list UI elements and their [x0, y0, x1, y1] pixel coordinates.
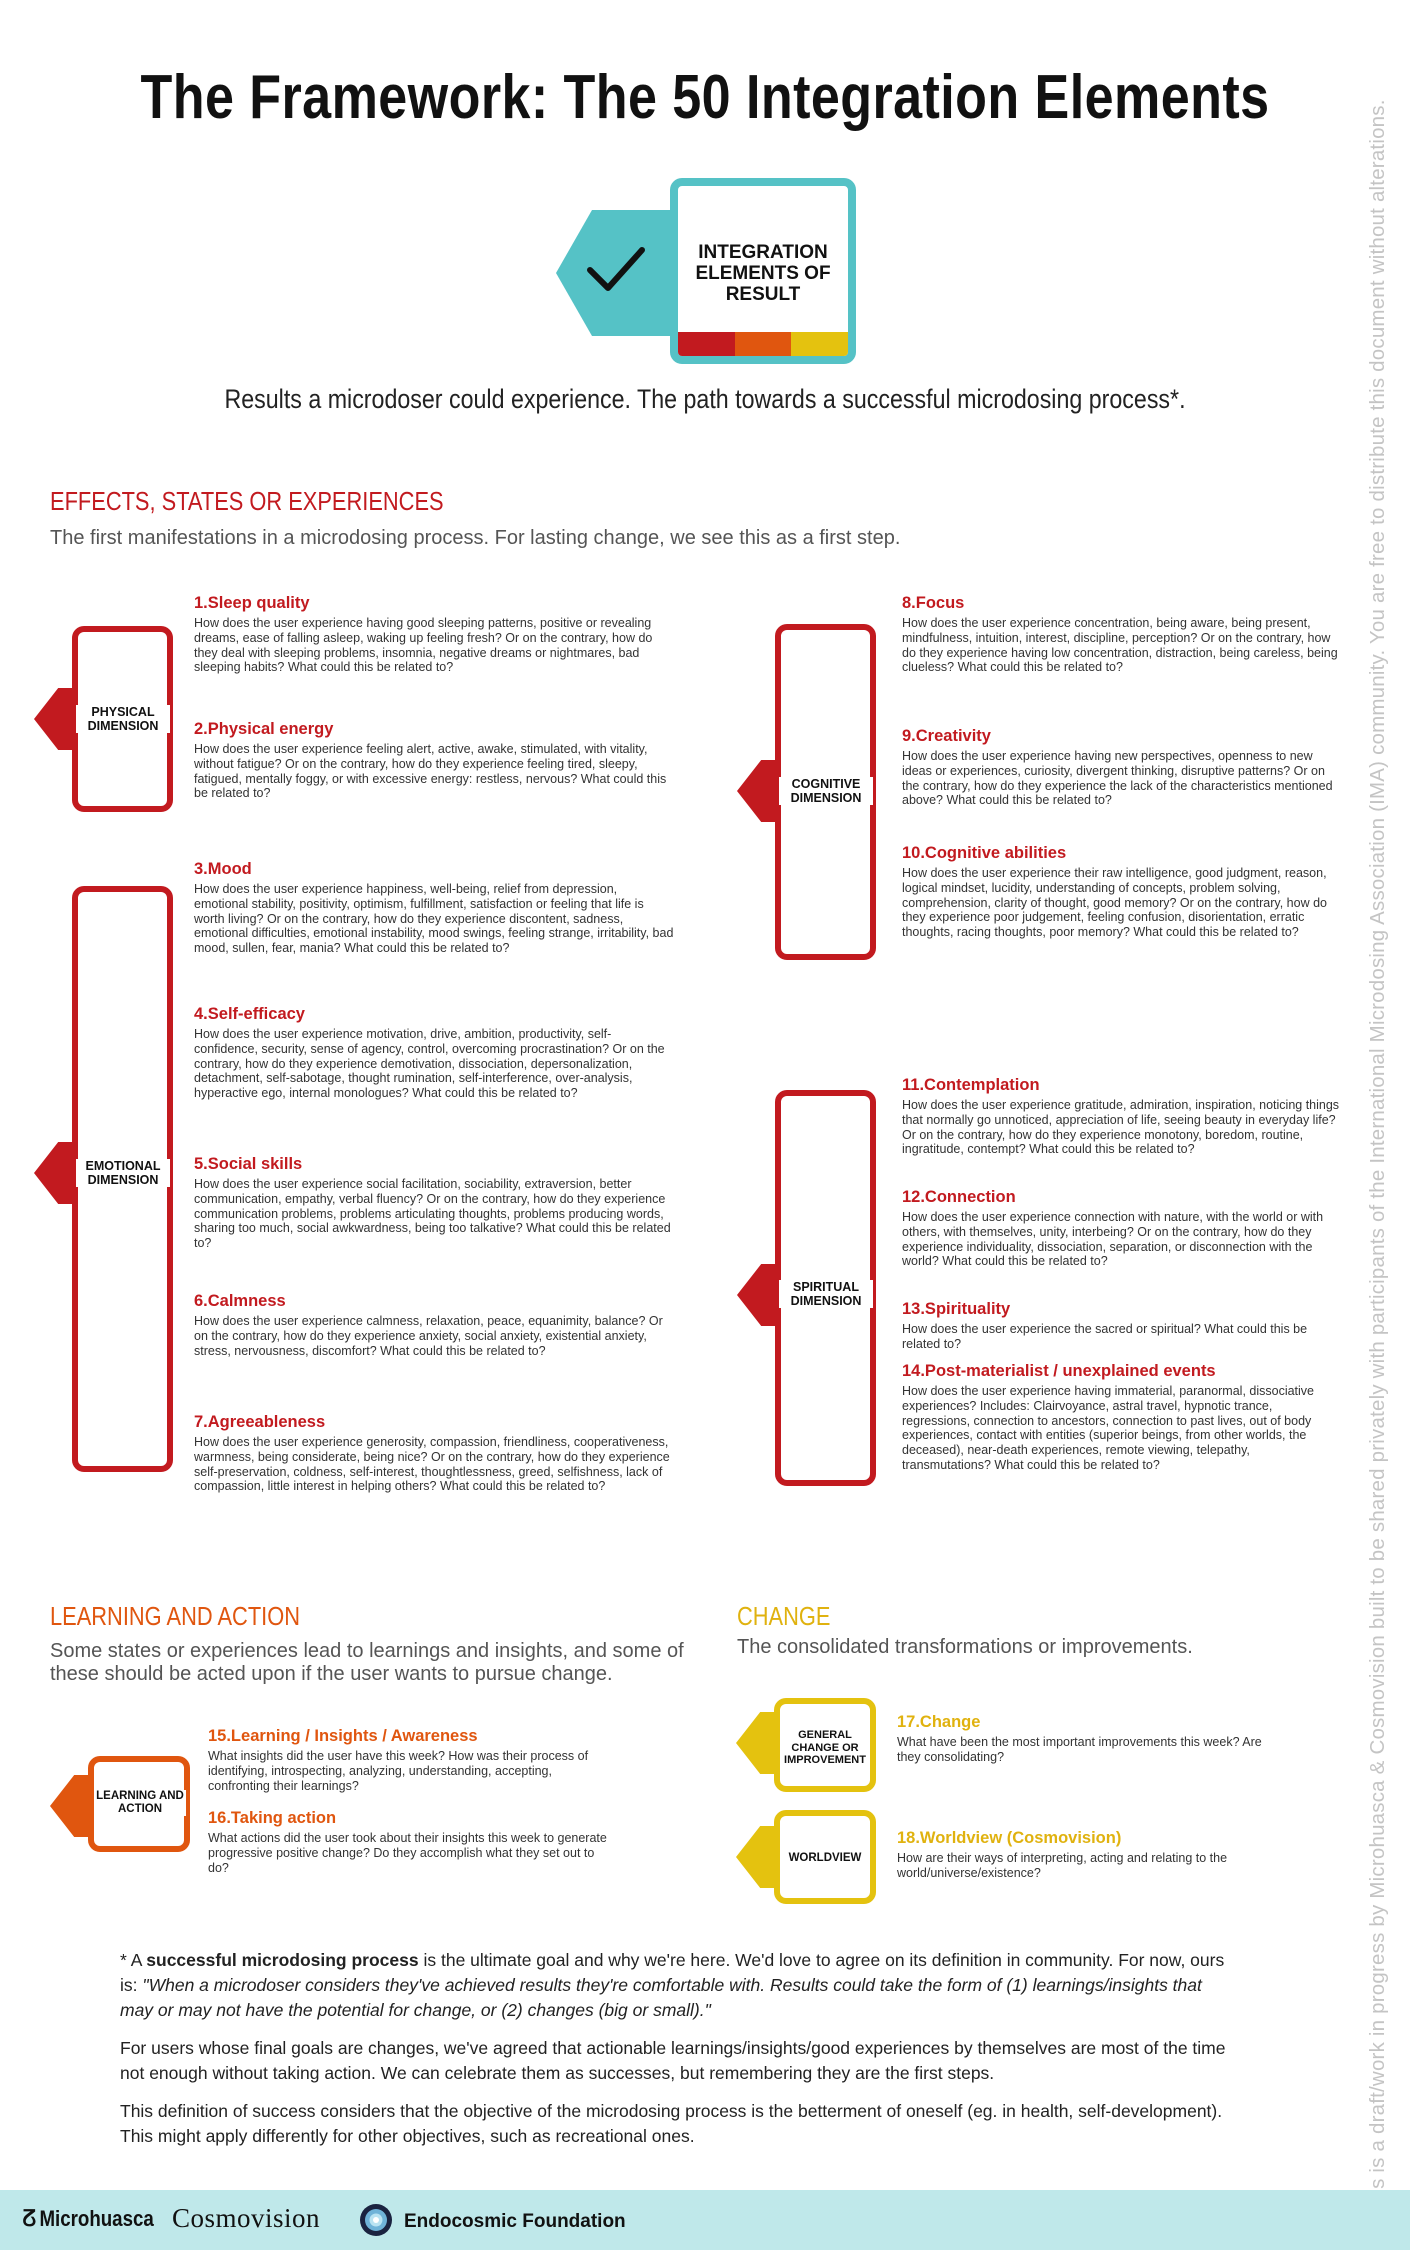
learning-intro: Some states or experiences lead to learn…	[50, 1640, 684, 1685]
element-description: What have been the most important improv…	[897, 1735, 1262, 1764]
spiritual-dimension-label: SPIRITUAL DIMENSION	[779, 1280, 873, 1308]
element-title: 6.Calmness	[194, 1292, 286, 1310]
footnote-paragraph-3: This definition of success considers tha…	[120, 2101, 1223, 2146]
change-heading: CHANGE	[737, 1601, 831, 1631]
element-title: 10.Cognitive abilities	[902, 844, 1067, 862]
footer-bar	[0, 2190, 1410, 2250]
checkmark-icon	[587, 247, 645, 291]
element-title: 5.Social skills	[194, 1155, 303, 1173]
endocosmic-icon	[360, 2204, 392, 2236]
cosmovision-logo: Cosmovision	[172, 2203, 321, 2233]
element-description: How does the user experience concentrati…	[902, 616, 1338, 675]
effects-heading: EFFECTS, STATES OR EXPERIENCES	[50, 486, 444, 516]
element-description: How does the user experience calmness, r…	[194, 1314, 663, 1358]
element-contemplation: 11.Contemplation How does the user exper…	[902, 1076, 1342, 1157]
element-description: How does the user experience social faci…	[194, 1177, 671, 1251]
element-title: 2.Physical energy	[194, 720, 334, 738]
endocosmic-foundation-logo: Endocosmic Foundation	[404, 2211, 626, 2232]
element-description: How does the user experience their raw i…	[902, 866, 1327, 940]
element-description: How does the user experience having new …	[902, 749, 1333, 808]
element-description: What actions did the user took about the…	[208, 1831, 607, 1875]
footnote-quote: "When a microdoser considers they've ach…	[120, 1975, 1202, 2020]
badge-label: INTEGRATION ELEMENTS OF RESULT	[695, 242, 831, 305]
element-spirituality: 13.Spirituality How does the user experi…	[902, 1300, 1342, 1352]
element-description: How are their ways of interpreting, acti…	[897, 1851, 1228, 1880]
element-description: How does the user experience feeling ale…	[194, 742, 667, 801]
element-creativity: 9.Creativity How does the user experienc…	[902, 727, 1342, 808]
footnote-definition: * A successful microdosing process is th…	[120, 1950, 1225, 2020]
element-title: 9.Creativity	[902, 727, 991, 745]
element-title: 17.Change	[897, 1713, 981, 1731]
element-title: 12.Connection	[902, 1188, 1016, 1206]
element-description: How does the user experience motivation,…	[194, 1027, 665, 1101]
element-description: How does the user experience happiness, …	[194, 882, 674, 956]
element-description: What insights did the user have this wee…	[208, 1749, 589, 1793]
element-title: 7.Agreeableness	[194, 1413, 326, 1431]
element-title: 3.Mood	[194, 860, 252, 878]
element-self-efficacy: 4.Self-efficacy How does the user experi…	[194, 1005, 674, 1101]
page-title: The Framework: The 50 Integration Elemen…	[140, 63, 1270, 132]
learning-heading: LEARNING AND ACTION	[50, 1601, 301, 1631]
element-title: 15.Learning / Insights / Awareness	[208, 1727, 478, 1745]
footnote-bold-term: successful microdosing process	[146, 1950, 419, 1970]
footnote-paragraph-2: For users whose final goals are changes,…	[120, 2038, 1226, 2083]
element-physical-energy: 2.Physical energy How does the user expe…	[194, 720, 674, 801]
change-dimension-label: GENERAL CHANGE OR IMPROVEMENT	[780, 1729, 870, 1767]
side-disclaimer: This is a draft/work in progress by Micr…	[1366, 99, 1389, 2218]
emotional-dimension-label: EMOTIONAL DIMENSION	[76, 1159, 170, 1187]
footnote: * A successful microdosing process is th…	[120, 1948, 1235, 2162]
element-taking-action: 16.Taking action What actions did the us…	[208, 1809, 608, 1875]
physical-dimension-label: PHYSICAL DIMENSION	[76, 705, 170, 733]
element-title: 8.Focus	[902, 594, 965, 612]
element-agreeableness: 7.Agreeableness How does the user experi…	[194, 1413, 694, 1494]
badge-color-bars	[678, 332, 848, 356]
element-title: 1.Sleep quality	[194, 594, 310, 612]
element-post-materialist: 14.Post-materialist / unexplained events…	[902, 1362, 1342, 1473]
element-cognitive-abilities: 10.Cognitive abilities How does the user…	[902, 844, 1342, 940]
element-change: 17.Change What have been the most import…	[897, 1713, 1277, 1765]
element-description: How does the user experience generosity,…	[194, 1435, 670, 1494]
element-description: How does the user experience connection …	[902, 1210, 1324, 1269]
element-description: How does the user experience gratitude, …	[902, 1098, 1340, 1157]
effects-intro: The first manifestations in a microdosin…	[50, 527, 901, 549]
element-title: 13.Spirituality	[902, 1300, 1011, 1318]
integration-badge: INTEGRATION ELEMENTS OF RESULT	[670, 178, 856, 364]
element-description: How does the user experience having good…	[194, 616, 653, 675]
element-social-skills: 5.Social skills How does the user experi…	[194, 1155, 674, 1251]
element-title: 14.Post-materialist / unexplained events	[902, 1362, 1216, 1380]
element-calmness: 6.Calmness How does the user experience …	[194, 1292, 674, 1358]
element-description: How does the user experience the sacred …	[902, 1322, 1308, 1351]
page-subtitle: Results a microdoser could experience. T…	[224, 384, 1186, 414]
element-mood: 3.Mood How does the user experience happ…	[194, 860, 674, 956]
microhuasca-mark-icon: ⵒ	[22, 2206, 37, 2231]
worldview-dimension-label: WORLDVIEW	[780, 1851, 870, 1865]
change-intro: The consolidated transformations or impr…	[737, 1636, 1193, 1658]
element-learning-insights: 15.Learning / Insights / Awareness What …	[208, 1727, 608, 1793]
element-description: How does the user experience having imma…	[902, 1384, 1315, 1472]
learning-dimension-label: LEARNING AND ACTION	[94, 1790, 186, 1816]
element-title: 4.Self-efficacy	[194, 1005, 305, 1023]
element-title: 16.Taking action	[208, 1809, 337, 1827]
element-connection: 12.Connection How does the user experien…	[902, 1188, 1342, 1269]
element-sleep-quality: 1.Sleep quality How does the user experi…	[194, 594, 674, 675]
cognitive-dimension-label: COGNITIVE DIMENSION	[779, 777, 873, 805]
element-title: 18.Worldview (Cosmovision)	[897, 1829, 1122, 1847]
element-title: 11.Contemplation	[902, 1076, 1040, 1094]
element-focus: 8.Focus How does the user experience con…	[902, 594, 1342, 675]
element-worldview: 18.Worldview (Cosmovision) How are their…	[897, 1829, 1277, 1881]
